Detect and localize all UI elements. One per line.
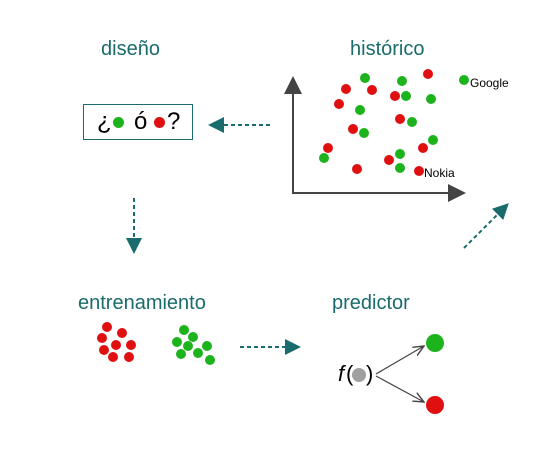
- hist-point: [319, 153, 329, 163]
- hist-point: [397, 76, 407, 86]
- hist-point: [395, 149, 405, 159]
- train-green-point: [183, 341, 193, 351]
- hist-point: [423, 69, 433, 79]
- train-red-point: [102, 322, 112, 332]
- hist-point: [334, 99, 344, 109]
- training-green-cluster: [172, 325, 215, 365]
- hist-point: [418, 143, 428, 153]
- historico-label: histórico: [350, 38, 425, 60]
- hist-point: [384, 155, 394, 165]
- question-close: ?: [167, 108, 181, 135]
- historico-axes: [284, 76, 466, 202]
- close-paren: ): [366, 361, 374, 386]
- arrow-predictor-to-historico: [463, 203, 509, 249]
- input-gray-point: [352, 368, 366, 382]
- train-green-point: [202, 341, 212, 351]
- train-red-point: [111, 340, 121, 350]
- question-or: ó: [134, 108, 148, 135]
- open-paren: (: [346, 361, 354, 386]
- train-red-point: [117, 328, 127, 338]
- hist-point: [348, 124, 358, 134]
- train-green-point: [188, 332, 198, 342]
- hist-point: [426, 94, 436, 104]
- hist-point: [323, 143, 333, 153]
- output-green-point: [426, 334, 444, 352]
- train-green-point: [172, 337, 182, 347]
- function-symbol: f: [338, 361, 345, 386]
- hist-point: [359, 128, 369, 138]
- google-label: Google: [470, 76, 509, 90]
- hist-point: [390, 91, 400, 101]
- train-green-point: [179, 325, 189, 335]
- hist-point: [395, 163, 405, 173]
- question-box: ¿ ó ?: [83, 104, 193, 140]
- nokia-point: [414, 166, 424, 176]
- diseno-label: diseño: [101, 38, 160, 60]
- train-red-point: [124, 352, 134, 362]
- hist-point: [428, 135, 438, 145]
- train-red-point: [108, 352, 118, 362]
- hist-point: [355, 105, 365, 115]
- entrenamiento-label: entrenamiento: [78, 292, 206, 314]
- question-open: ¿: [97, 108, 112, 135]
- red-dot: [154, 117, 165, 128]
- train-green-point: [176, 349, 186, 359]
- google-point: [459, 75, 469, 85]
- hist-point: [407, 117, 417, 127]
- output-red-point: [426, 396, 444, 414]
- train-red-point: [126, 340, 136, 350]
- nokia-label: Nokia: [424, 166, 455, 180]
- output-arrow-green: [375, 346, 424, 375]
- train-green-point: [193, 348, 203, 358]
- predictor-graphic: [352, 334, 444, 414]
- historico-points: [319, 69, 469, 176]
- hist-point: [352, 164, 362, 174]
- hist-point: [360, 73, 370, 83]
- training-red-cluster: [97, 322, 136, 362]
- train-red-point: [99, 345, 109, 355]
- flow-arrows: [126, 117, 509, 355]
- predictor-label: predictor: [332, 292, 410, 314]
- hist-point: [395, 114, 405, 124]
- output-arrow-red: [375, 375, 424, 402]
- green-dot: [113, 117, 124, 128]
- train-red-point: [97, 333, 107, 343]
- hist-point: [401, 91, 411, 101]
- hist-point: [367, 85, 377, 95]
- train-green-point: [205, 355, 215, 365]
- hist-point: [341, 84, 351, 94]
